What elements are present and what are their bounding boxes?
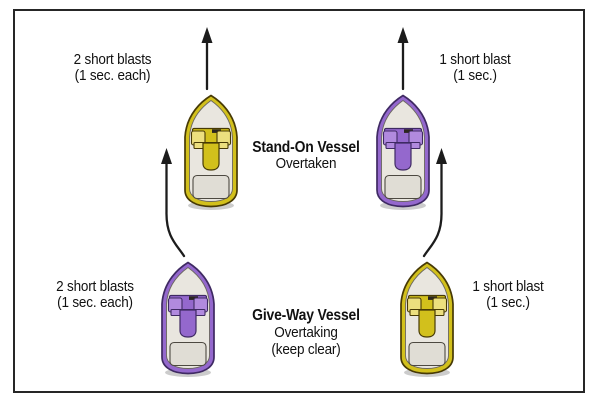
signal-text: (1 sec. each) — [74, 67, 151, 84]
signal-text: 1 short blast — [472, 278, 544, 295]
signal-text: 2 short blasts — [56, 278, 134, 295]
signal-text: (1 sec.) — [453, 67, 497, 84]
give-way-vessel-label: Give-Way Vessel Overtaking (keep clear) — [247, 307, 366, 358]
signal-text: (1 sec. each) — [57, 294, 133, 311]
signal-label-bottom-right: 1 short blast (1 sec.) — [451, 279, 564, 311]
signal-label-top-left: 2 short blasts (1 sec. each) — [47, 52, 178, 84]
vessel-title: Stand-On Vessel — [252, 139, 360, 156]
signal-text: (1 sec.) — [486, 294, 530, 311]
vessel-title: Give-Way Vessel — [252, 307, 360, 324]
signal-text: 1 short blast — [439, 51, 511, 68]
signal-text: 2 short blasts — [73, 51, 152, 68]
vessel-subtitle: Overtaken — [275, 155, 337, 172]
signal-label-top-right: 1 short blast (1 sec.) — [417, 52, 534, 84]
vessel-note: (keep clear) — [271, 341, 341, 358]
signal-label-bottom-left: 2 short blasts (1 sec. each) — [37, 279, 154, 311]
diagram-frame — [13, 9, 585, 393]
stand-on-vessel-label: Stand-On Vessel Overtaken — [247, 140, 366, 172]
vessel-subtitle: Overtaking — [274, 324, 338, 341]
